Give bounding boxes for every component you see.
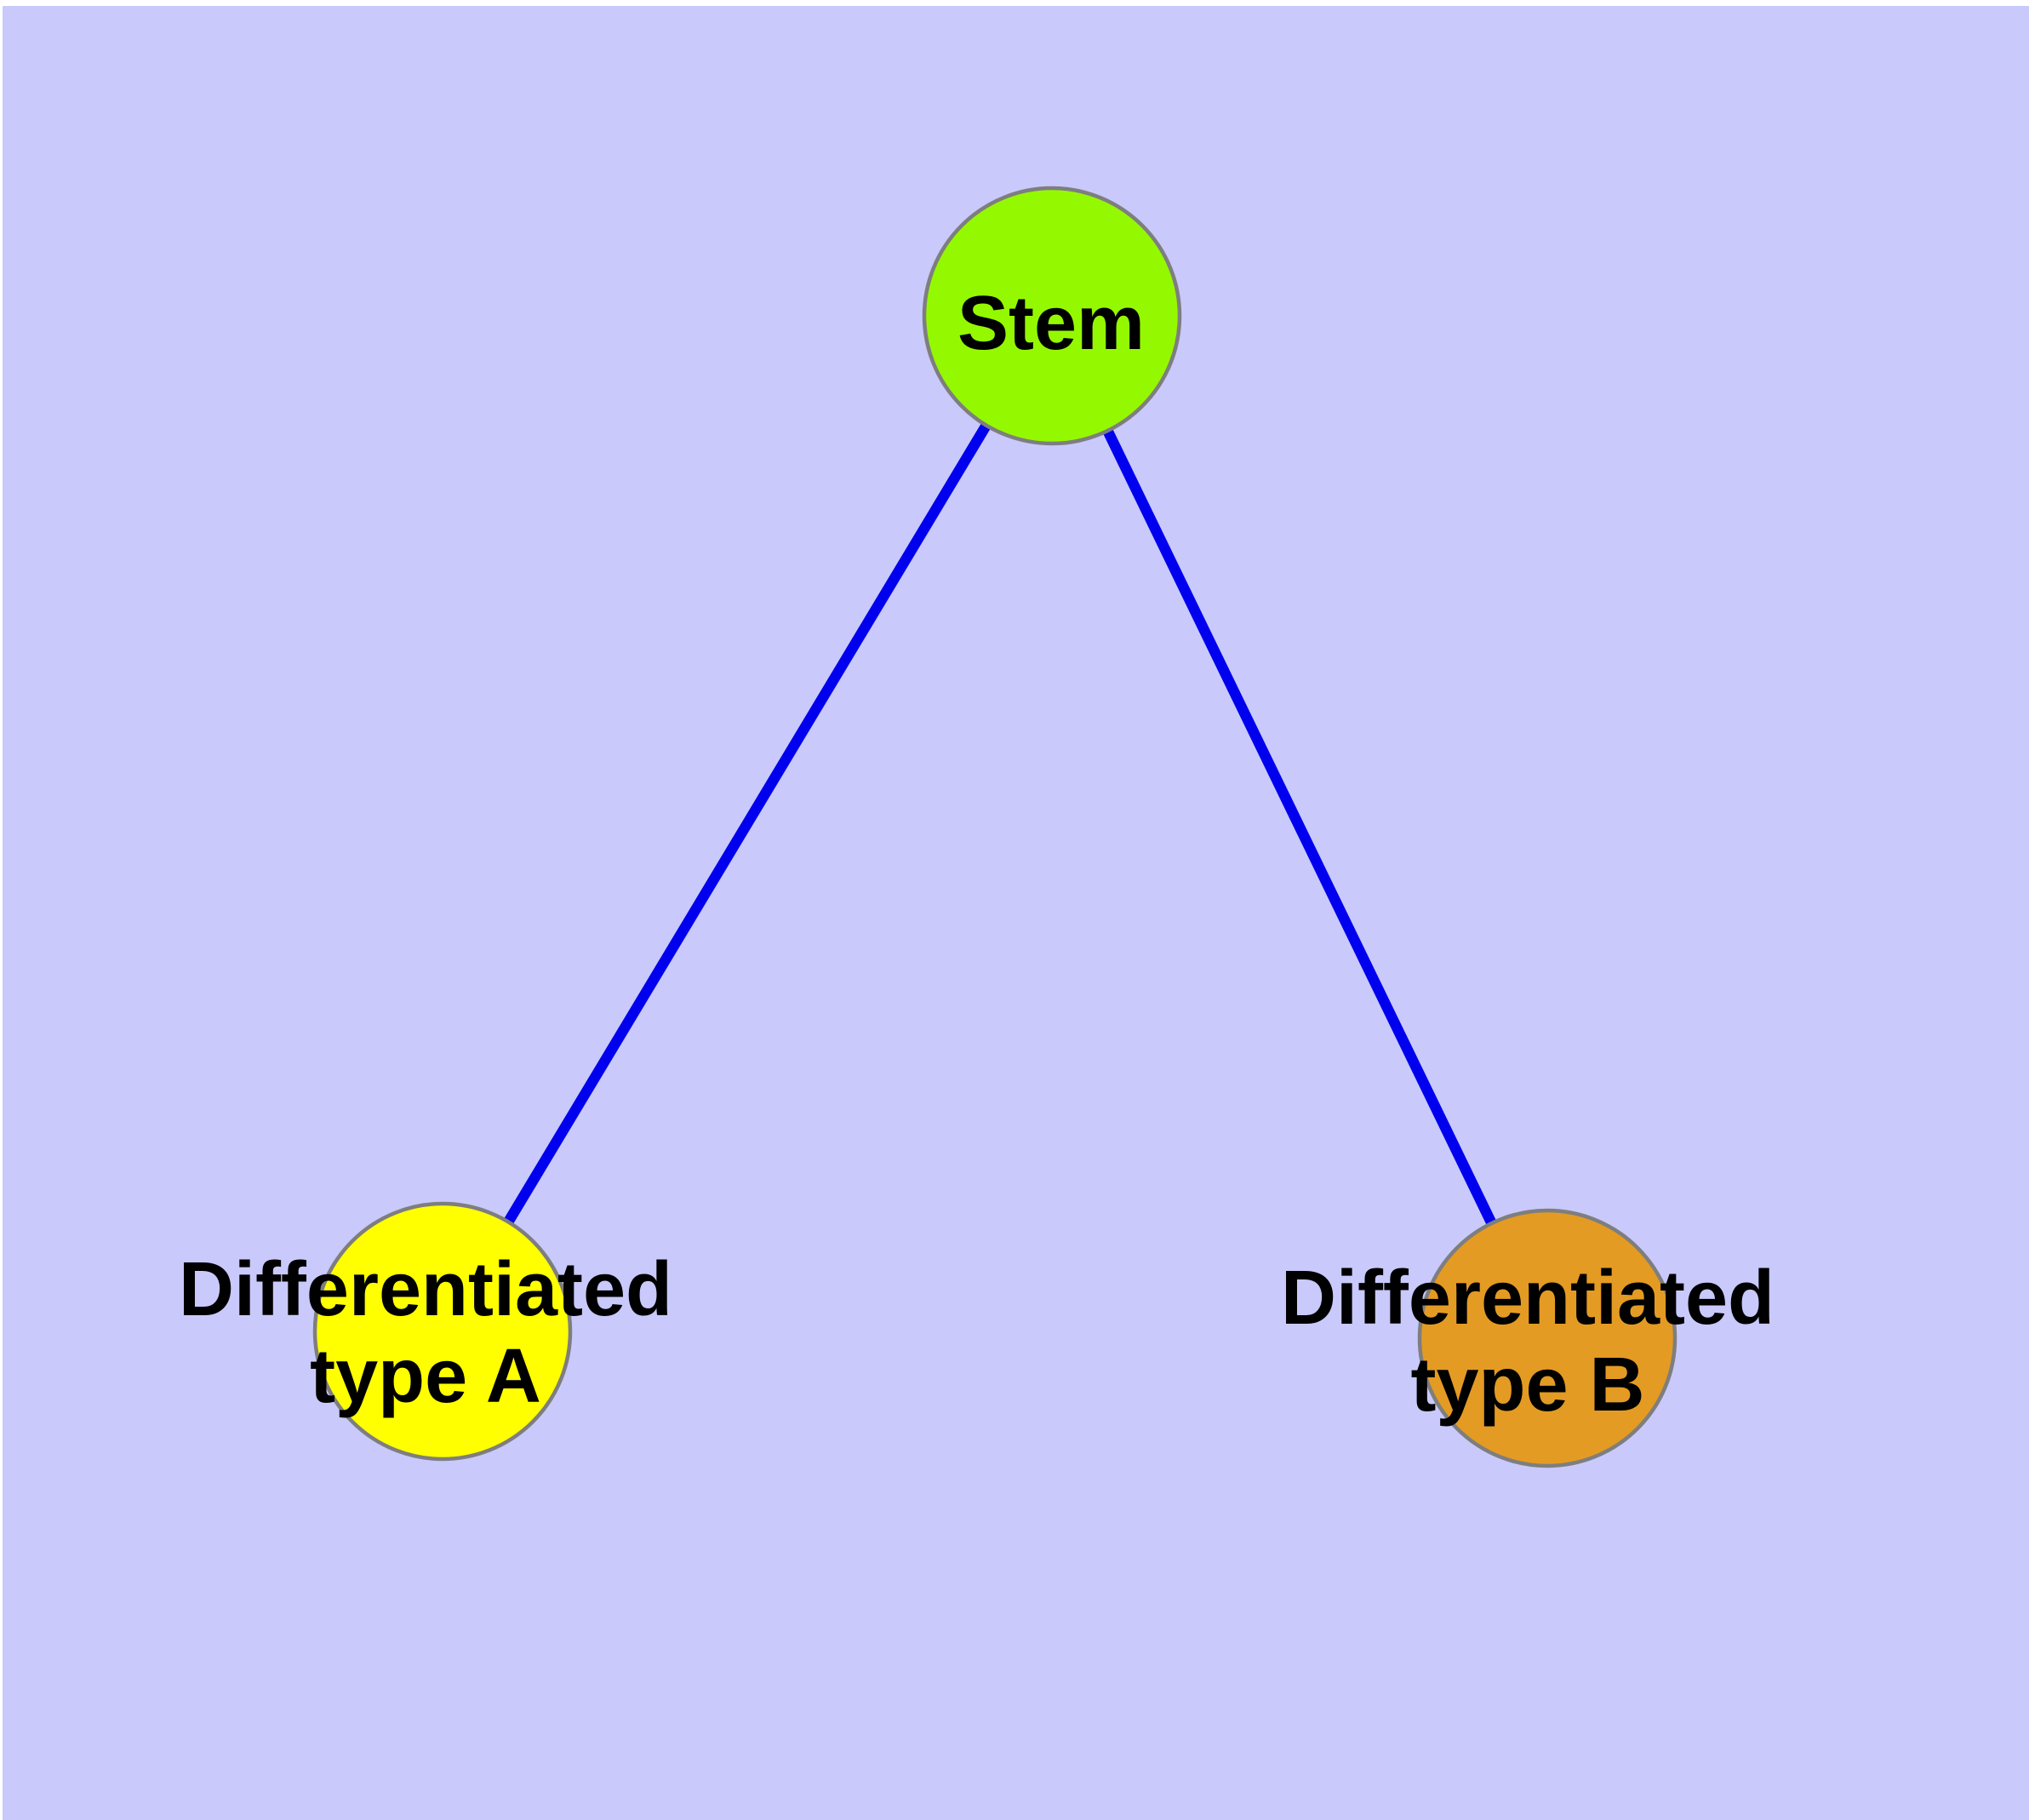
edge-stem-differentiated-type-b — [1047, 313, 1552, 1341]
edges-layer — [437, 312, 1552, 1341]
node-stem[interactable] — [922, 186, 1182, 446]
edge-stem-differentiated-type-a — [437, 312, 1057, 1335]
node-label-differentiated-type-a-line1: type A — [310, 1334, 541, 1419]
node-label-differentiated-type-a-line0: Differentiated — [179, 1247, 672, 1332]
node-differentiated-type-b[interactable] — [1417, 1208, 1677, 1468]
nodes-layer — [312, 186, 1677, 1468]
node-differentiated-type-a[interactable] — [312, 1201, 573, 1462]
node-label-stem-line0: Stem — [957, 281, 1145, 366]
node-label-differentiated-type-b-line1: type B — [1410, 1342, 1644, 1428]
node-label-differentiated-type-b-line0: Differentiated — [1281, 1256, 1775, 1341]
